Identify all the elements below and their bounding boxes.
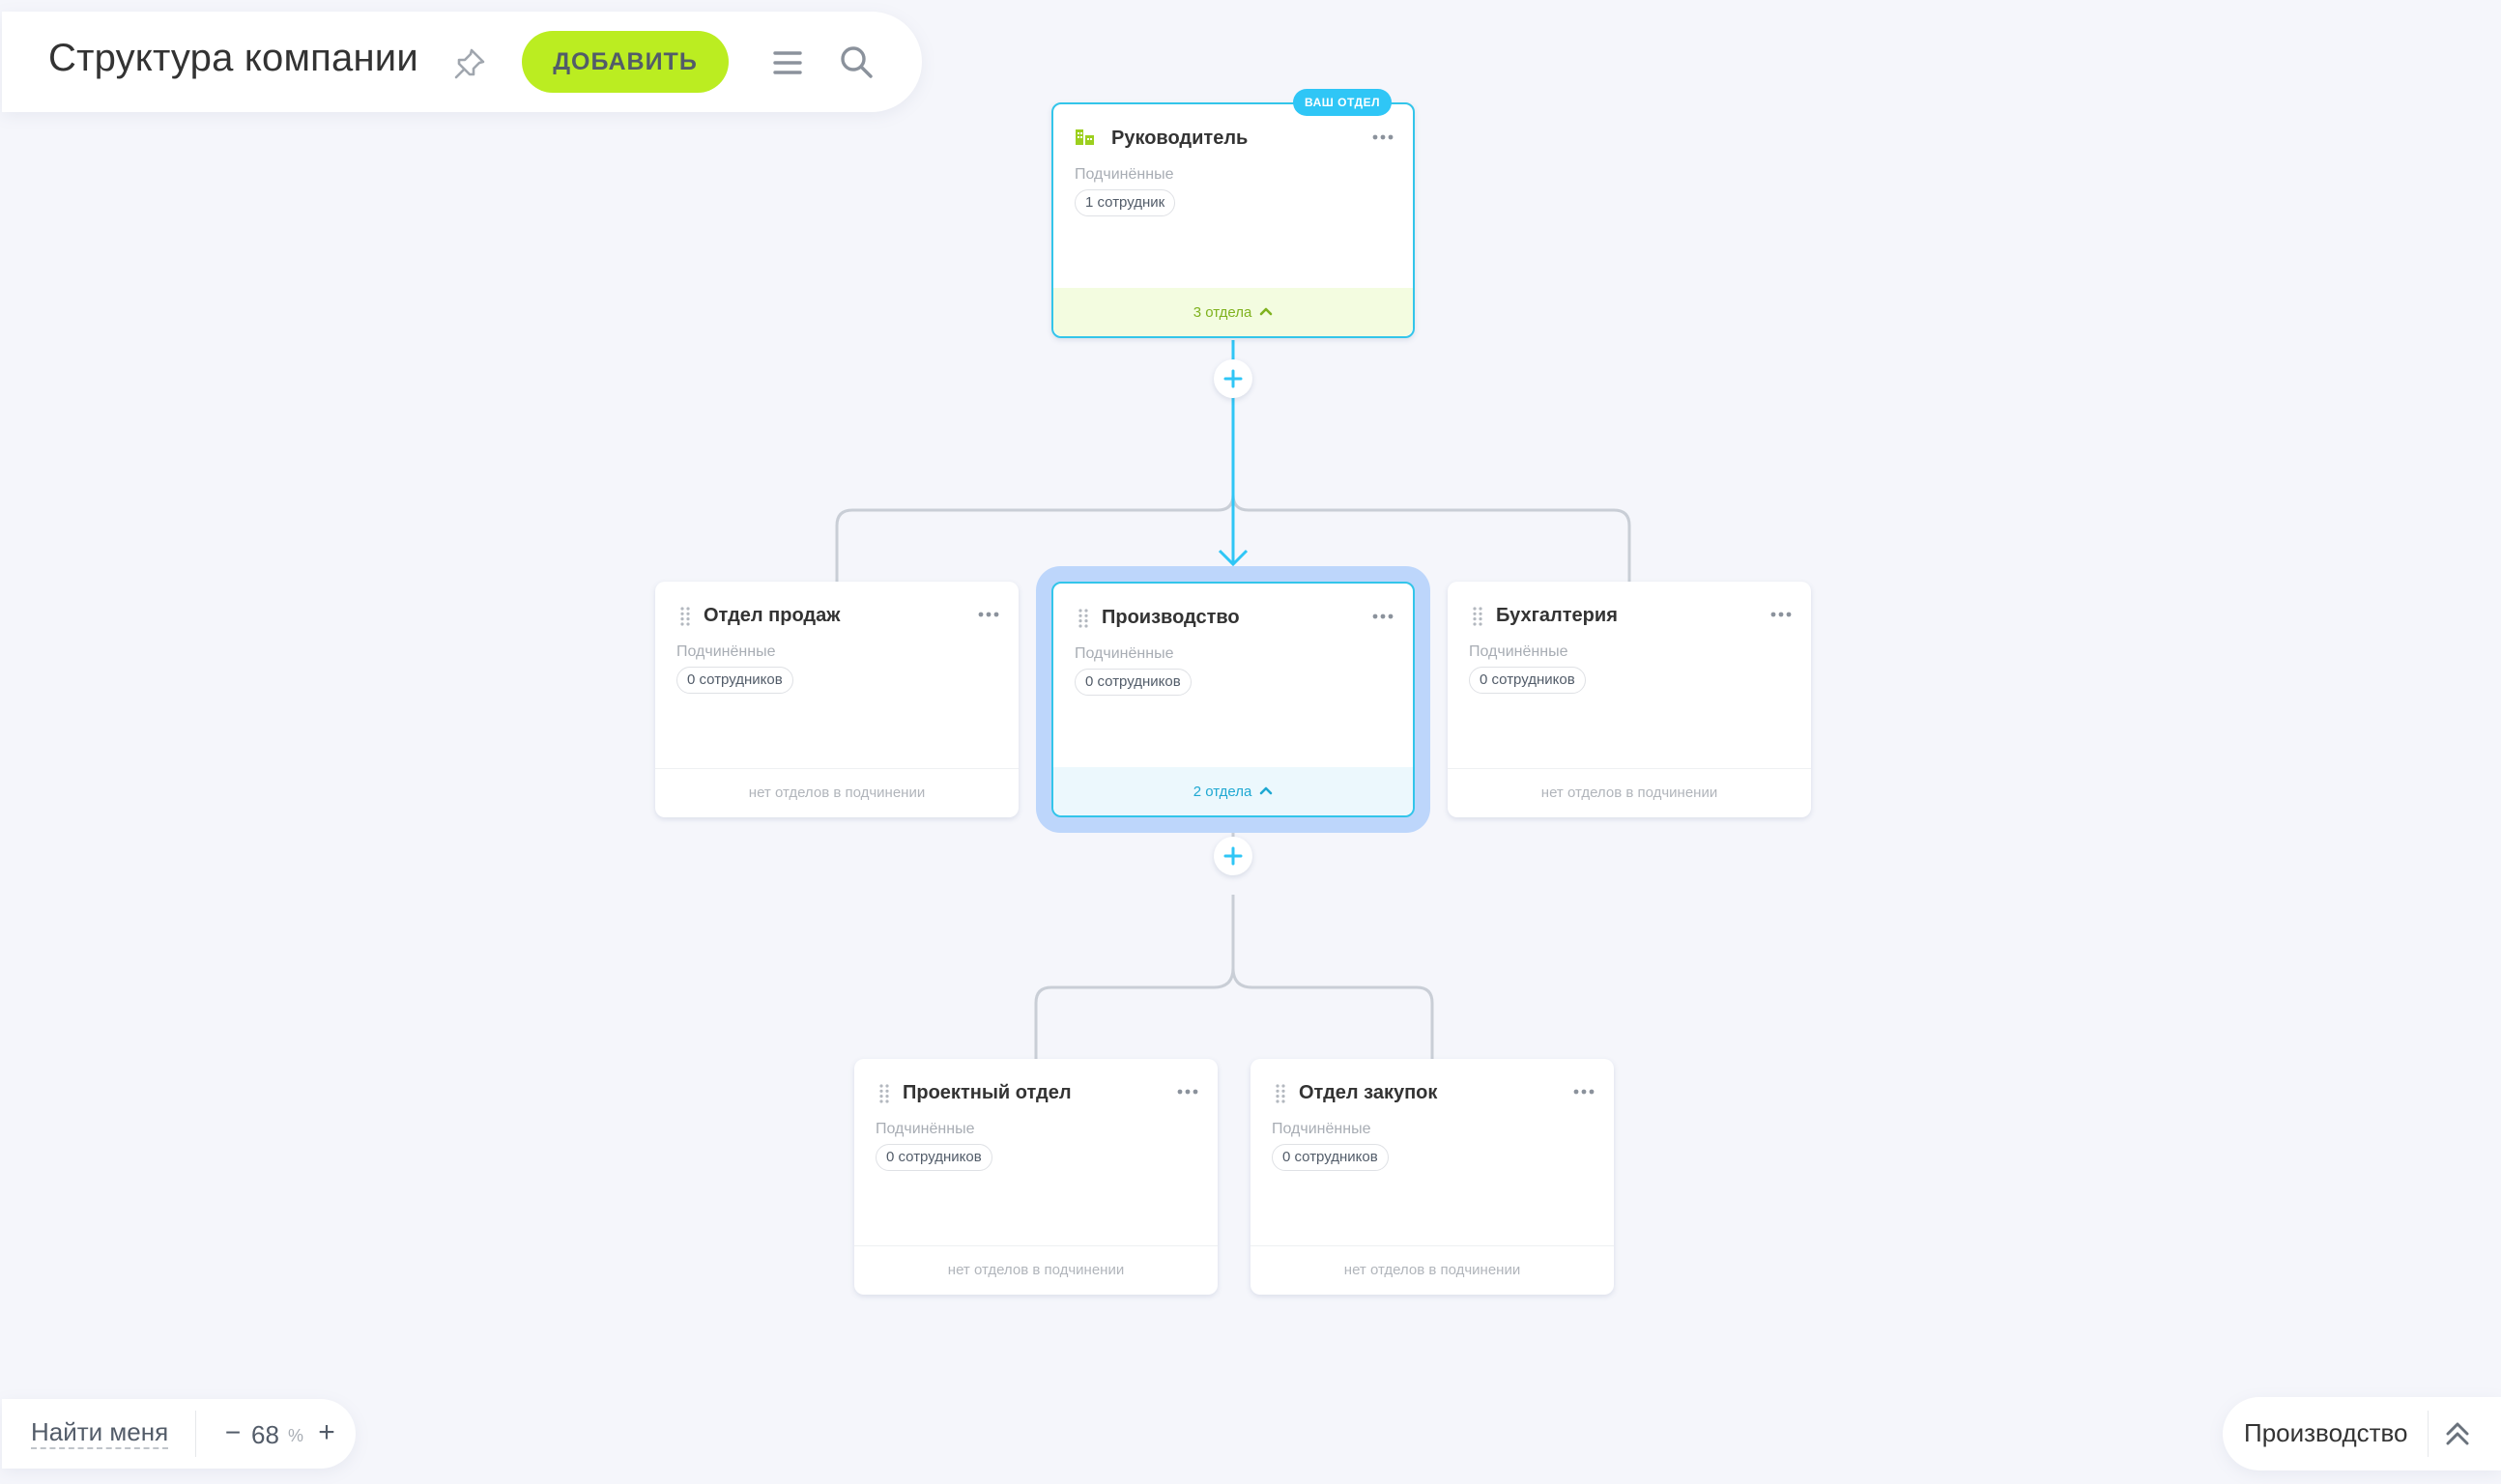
building-icon (1075, 128, 1096, 147)
drag-handle-icon[interactable] (879, 1084, 889, 1103)
subordinates-label: Подчинённые (1075, 166, 1174, 183)
node-title: Проектный отдел (903, 1082, 1072, 1103)
node-purchasing[interactable]: Отдел закупок Подчинённые 0 сотрудников … (1250, 1059, 1614, 1295)
node-title: Бухгалтерия (1496, 605, 1618, 626)
zoom-bar: Найти меня − 68 % + (2, 1399, 356, 1469)
node-sales[interactable]: Отдел продаж Подчинённые 0 сотрудников н… (655, 582, 1019, 817)
node-footer-toggle[interactable]: 3 отдела (1053, 288, 1413, 336)
plus-icon (1223, 369, 1243, 388)
node-accounting[interactable]: Бухгалтерия Подчинённые 0 сотрудников не… (1448, 582, 1811, 817)
subordinates-label: Подчинённые (876, 1121, 975, 1137)
employee-count-chip[interactable]: 0 сотрудников (1075, 669, 1192, 696)
more-icon[interactable] (1177, 1084, 1198, 1095)
find-me-link[interactable]: Найти меня (31, 1418, 169, 1449)
more-icon[interactable] (1573, 1084, 1595, 1095)
drag-handle-icon[interactable] (680, 607, 690, 626)
page-title: Структура компании (48, 37, 418, 79)
plus-icon (1223, 846, 1243, 866)
node-project[interactable]: Проектный отдел Подчинённые 0 сотруднико… (854, 1059, 1218, 1295)
node-footer: нет отделов в подчинении (1448, 768, 1811, 817)
more-icon[interactable] (1372, 609, 1394, 619)
menu-icon[interactable] (771, 48, 804, 77)
top-toolbar: Структура компании ДОБАВИТЬ (2, 12, 922, 112)
zoom-in-button[interactable]: + (318, 1416, 335, 1448)
node-title: Отдел закупок (1299, 1082, 1438, 1103)
divider (195, 1411, 196, 1457)
drag-handle-icon[interactable] (1276, 1084, 1285, 1103)
drag-handle-icon[interactable] (1078, 609, 1088, 628)
employee-count-chip[interactable]: 0 сотрудников (1469, 667, 1586, 694)
node-footer: нет отделов в подчинении (854, 1245, 1218, 1295)
add-child-button[interactable] (1214, 359, 1252, 398)
employee-count-chip[interactable]: 0 сотрудников (1272, 1144, 1389, 1171)
subordinates-label: Подчинённые (1075, 645, 1174, 662)
node-root[interactable]: ВАШ ОТДЕЛ Руководитель Подчинённые 1 сот… (1051, 89, 1415, 338)
employee-count-chip[interactable]: 0 сотрудников (876, 1144, 992, 1171)
employee-count-chip[interactable]: 1 сотрудник (1075, 189, 1176, 216)
subordinates-label: Подчинённые (1272, 1121, 1371, 1137)
chevron-up-icon (1259, 767, 1273, 795)
node-title: Руководитель (1111, 128, 1249, 149)
subordinates-label: Подчинённые (676, 643, 776, 660)
divider (2428, 1411, 2429, 1457)
more-icon[interactable] (1770, 607, 1792, 617)
node-footer: нет отделов в подчинении (1250, 1245, 1614, 1295)
node-title: Производство (1102, 607, 1240, 628)
more-icon[interactable] (1372, 129, 1394, 140)
drag-handle-icon[interactable] (1473, 607, 1482, 626)
add-child-button[interactable] (1214, 837, 1252, 875)
your-department-badge: ВАШ ОТДЕЛ (1293, 89, 1392, 116)
footer-label: 3 отдела (1193, 304, 1252, 321)
search-icon[interactable] (837, 43, 876, 81)
pin-icon[interactable] (450, 44, 489, 83)
footer-label: 2 отдела (1193, 784, 1252, 800)
subordinates-label: Подчинённые (1469, 643, 1568, 660)
more-icon[interactable] (978, 607, 999, 617)
current-department-panel: Производство (2223, 1397, 2501, 1470)
chevron-up-icon (1259, 288, 1273, 316)
node-footer: нет отделов в подчинении (655, 768, 1019, 817)
add-button[interactable]: ДОБАВИТЬ (522, 31, 729, 93)
node-title: Отдел продаж (704, 605, 841, 626)
node-production[interactable]: Производство Подчинённые 0 сотрудников 2… (1051, 582, 1415, 817)
employee-count-chip[interactable]: 0 сотрудников (676, 667, 793, 694)
node-footer-toggle[interactable]: 2 отдела (1053, 767, 1413, 815)
current-department-label[interactable]: Производство (2244, 1418, 2408, 1447)
zoom-unit: % (288, 1426, 304, 1445)
zoom-out-button[interactable]: − (224, 1417, 242, 1447)
zoom-value: 68 (251, 1420, 279, 1449)
double-chevron-up-icon[interactable] (2443, 1420, 2472, 1447)
